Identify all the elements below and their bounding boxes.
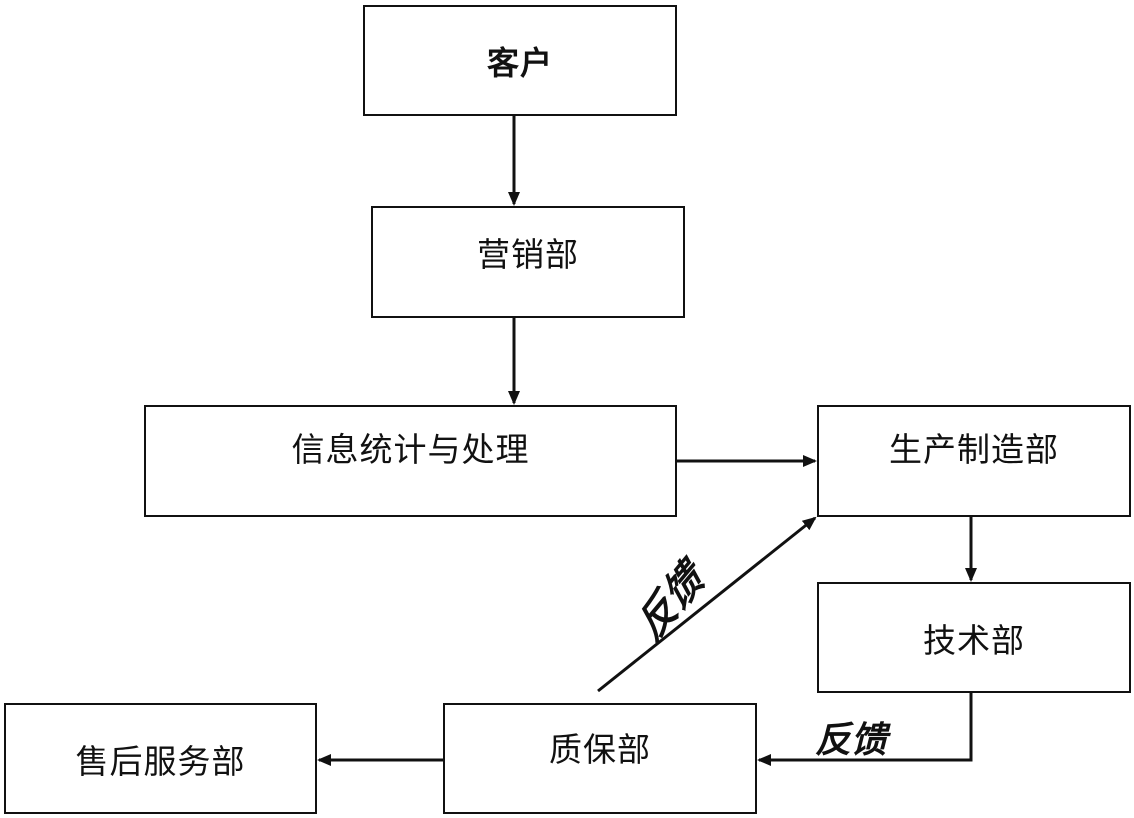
feedback-label-horizontal: 反馈 <box>815 720 888 761</box>
node-marketing: 营销部 <box>371 206 685 318</box>
node-technology-label: 技术部 <box>923 620 1025 660</box>
node-customer-label: 客户 <box>486 43 553 82</box>
node-marketing-label: 营销部 <box>477 235 579 274</box>
arrow-tech-to-quality <box>757 693 973 766</box>
node-technology: 技术部 <box>817 582 1131 693</box>
node-production: 生产制造部 <box>817 405 1131 517</box>
arrow-quality-to-production <box>597 516 817 693</box>
node-info-processing: 信息统计与处理 <box>144 405 677 517</box>
node-info-processing-label: 信息统计与处理 <box>291 430 530 469</box>
node-after-sales-label: 售后服务部 <box>75 741 246 781</box>
node-quality-label: 质保部 <box>549 730 651 769</box>
node-production-label: 生产制造部 <box>889 430 1059 469</box>
node-quality: 质保部 <box>443 703 757 814</box>
node-customer: 客户 <box>363 5 677 116</box>
node-after-sales: 售后服务部 <box>4 703 317 814</box>
